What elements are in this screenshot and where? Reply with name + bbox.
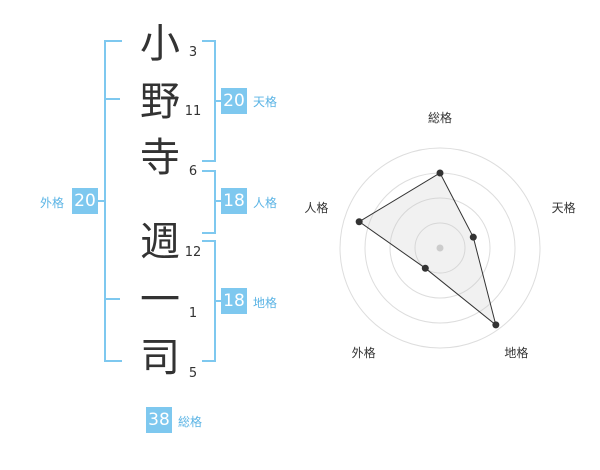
radar-point-4 (421, 264, 429, 272)
stroke-count-1: 3 (188, 45, 198, 60)
gaikaku-tick-1 (104, 98, 120, 100)
name-char-6: 司 (140, 335, 180, 381)
radar-axis-label-5: 人格 (304, 200, 328, 215)
radar-ring (389, 197, 491, 299)
jinkaku-label: 人格 (253, 196, 278, 210)
gaikaku-value: 20 (72, 188, 98, 214)
tenkaku-label: 天格 (253, 95, 278, 109)
radar-axis-label-2: 天格 (552, 200, 576, 215)
radar-ring (339, 147, 541, 349)
radar-ring (414, 222, 466, 274)
soukaku-label: 総格 (178, 415, 203, 429)
radar-axis-label-3: 地格 (504, 345, 528, 360)
radar-point-5 (355, 218, 363, 226)
radar-polygon (358, 172, 497, 327)
tenkaku-connector (214, 100, 222, 102)
radar-point-1 (436, 169, 444, 177)
name-char-2: 野 (140, 79, 180, 125)
radar-center (436, 244, 444, 252)
stroke-count-3: 6 (188, 164, 198, 179)
radar-point-3 (492, 321, 500, 329)
radar-point-2 (469, 233, 477, 241)
radar-axis-label-1: 総格 (428, 110, 452, 125)
radar-axis-label-4: 外格 (352, 345, 376, 360)
soukaku-value: 38 (146, 407, 172, 433)
stroke-count-6: 5 (188, 366, 198, 381)
chikaku-connector (214, 300, 222, 302)
name-char-4: 週 (140, 219, 180, 265)
chikaku-value: 18 (221, 288, 247, 314)
name-char-1: 小 (140, 21, 180, 67)
name-char-5: 一 (140, 277, 180, 323)
stroke-count-5: 1 (188, 306, 198, 321)
stroke-count-2: 11 (184, 104, 202, 119)
jinkaku-connector (214, 200, 222, 202)
gaikaku-bracket (104, 40, 122, 362)
gaikaku-label: 外格 (40, 196, 65, 210)
jinkaku-value: 18 (221, 188, 247, 214)
chikaku-label: 地格 (253, 296, 278, 310)
stroke-count-4: 12 (184, 245, 202, 260)
name-char-3: 寺 (140, 135, 180, 181)
jinkaku-bracket (202, 170, 216, 234)
gaikaku-tick-2 (104, 298, 120, 300)
gaikaku-connector (98, 200, 106, 202)
tenkaku-value: 20 (221, 88, 247, 114)
